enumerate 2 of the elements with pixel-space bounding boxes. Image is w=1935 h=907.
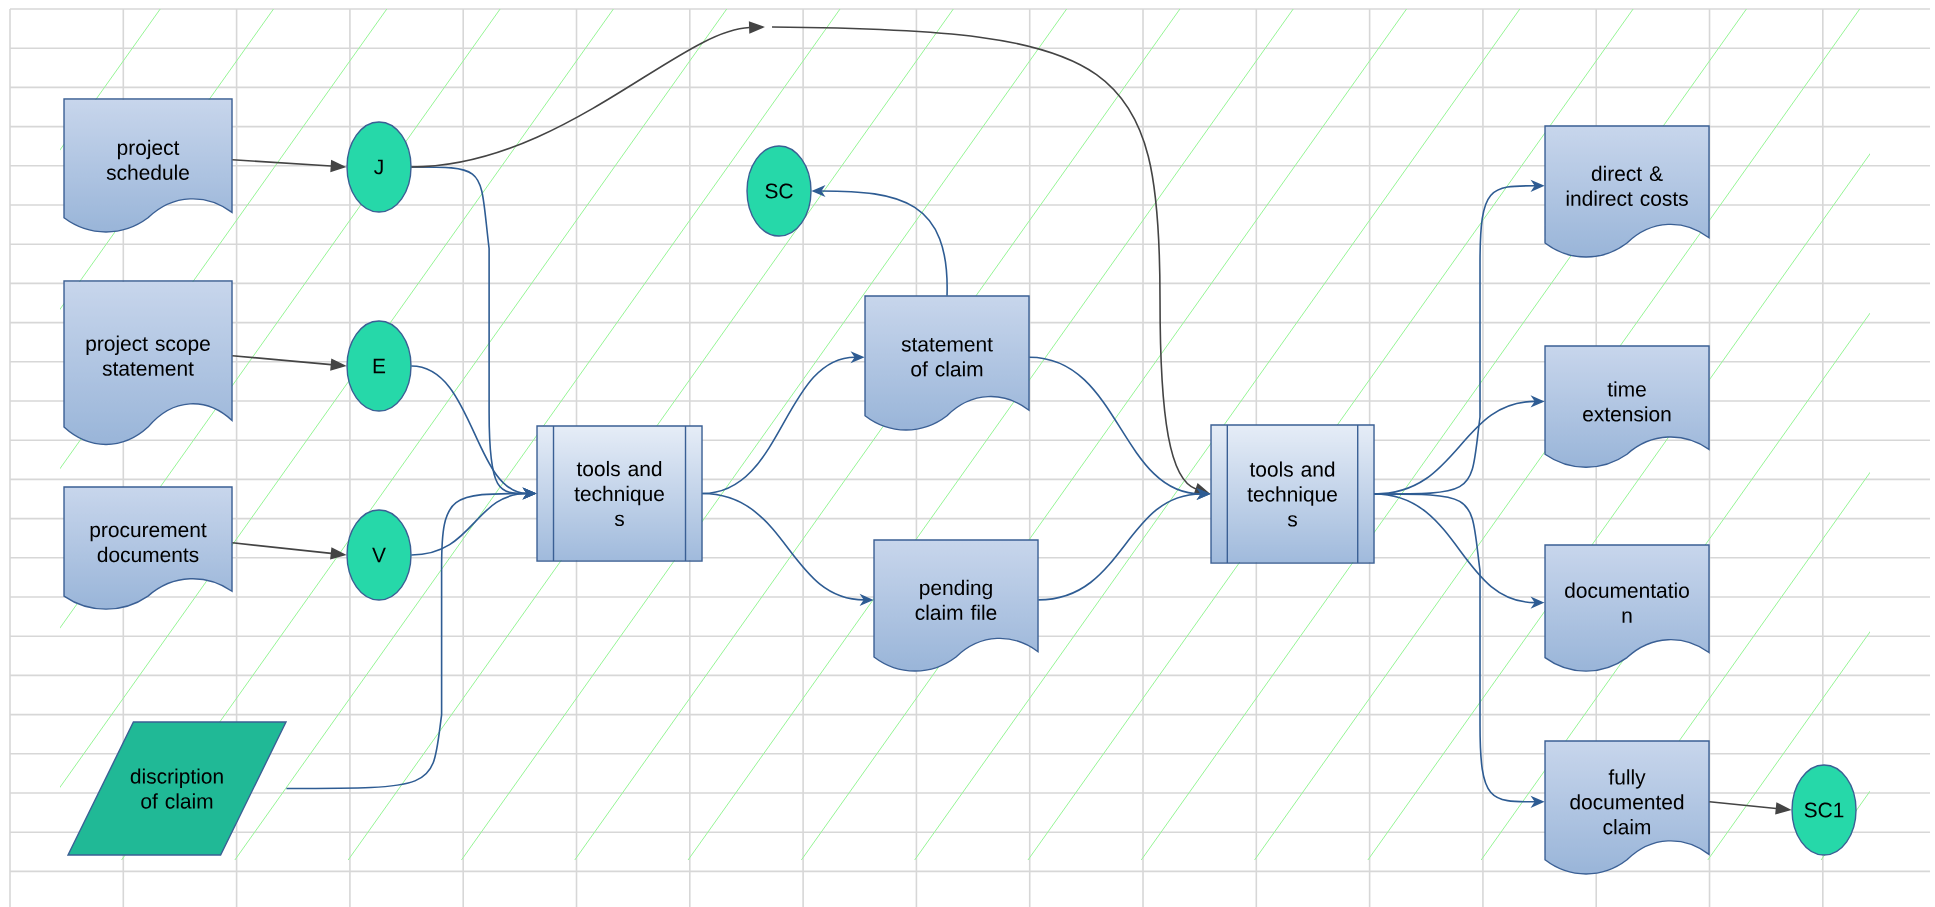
- process-box: tools and technique s: [1210, 424, 1375, 564]
- process-box: tools and technique s: [536, 425, 703, 562]
